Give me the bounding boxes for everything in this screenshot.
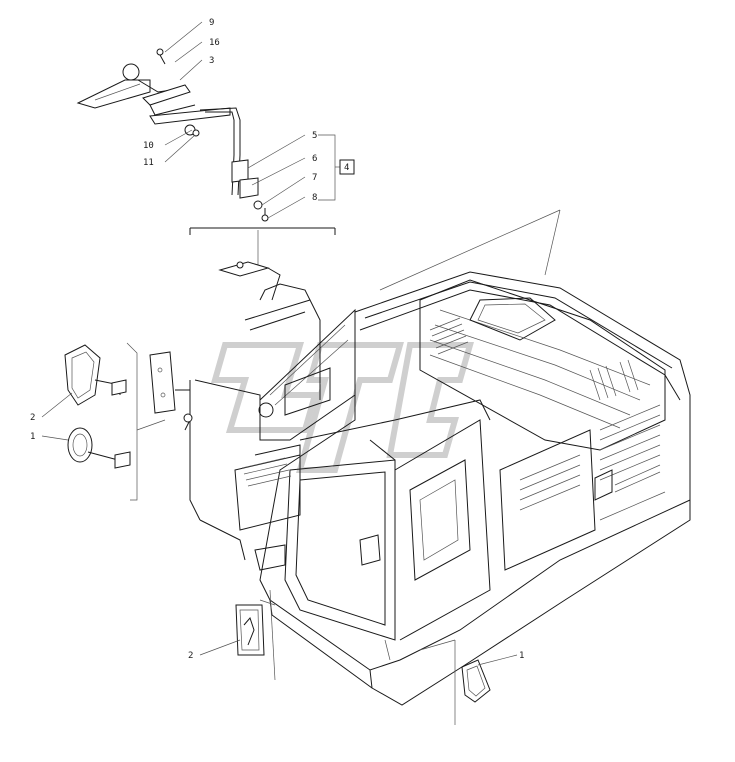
leader-lines-cab bbox=[126, 209, 561, 725]
callout-4: 4 bbox=[344, 163, 349, 173]
left-mirror-1 bbox=[67, 427, 131, 469]
bottom-mirror bbox=[235, 604, 265, 656]
callout-10: 10 bbox=[143, 141, 154, 151]
callout-11: 11 bbox=[143, 158, 154, 168]
callout-4-box bbox=[339, 159, 355, 175]
mirror-bracket-detail bbox=[189, 227, 336, 301]
watermark-logo bbox=[211, 342, 474, 473]
handrail-and-step bbox=[189, 283, 356, 571]
callout-5: 5 bbox=[312, 131, 317, 141]
leader-lines-mirrors bbox=[41, 392, 518, 666]
callout-3: 3 bbox=[209, 56, 214, 66]
callout-8: 8 bbox=[312, 193, 317, 203]
callout-9: 9 bbox=[209, 18, 214, 28]
left-mirror-2 bbox=[64, 344, 127, 406]
left-mirror-bracket bbox=[149, 351, 193, 431]
callout-2-left: 2 bbox=[30, 413, 35, 423]
callout-7: 7 bbox=[312, 173, 317, 183]
callout-1-right: 1 bbox=[519, 651, 524, 661]
callout-2-bottom: 2 bbox=[188, 651, 193, 661]
callout-16: 16 bbox=[209, 38, 220, 48]
cab-body bbox=[259, 271, 691, 706]
top-mirror-assembly bbox=[76, 48, 269, 222]
callout-labels: 9 16 3 10 11 5 6 7 8 4 2 1 2 1 bbox=[30, 18, 524, 661]
leader-lines-top bbox=[164, 21, 340, 219]
callout-6: 6 bbox=[312, 154, 317, 164]
right-mirror bbox=[461, 659, 491, 703]
cab-door bbox=[284, 399, 491, 661]
callout-1-left: 1 bbox=[30, 432, 35, 442]
